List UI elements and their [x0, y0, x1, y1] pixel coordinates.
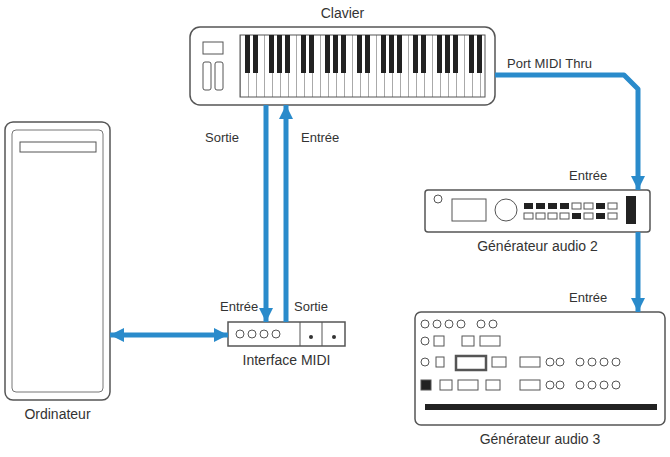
sound-module-2-drawing	[425, 190, 650, 232]
edge-label: Entrée	[300, 130, 340, 145]
midi-cable-arrow	[495, 75, 638, 190]
sound-module-node: Générateur audio 3	[415, 312, 665, 425]
port-label: Entrée	[568, 168, 608, 183]
keyboard-node: Clavier	[190, 27, 495, 105]
device-label: Générateur audio 2	[477, 238, 598, 254]
computer-node: Ordinateur	[5, 122, 110, 400]
device-label: Interface MIDI	[243, 352, 331, 368]
edge-label: Sortie	[204, 130, 240, 145]
midi-interface-node: Interface MIDI	[228, 322, 345, 346]
midi-cable-arrow	[636, 232, 641, 312]
midi-cable-arrow	[110, 333, 228, 338]
midi-cable-arrow	[264, 105, 269, 322]
device-label: Générateur audio 3	[480, 431, 601, 447]
port-label: Entrée	[568, 290, 608, 305]
sound-module-3-drawing	[415, 312, 665, 425]
midi-cable-arrow	[284, 105, 289, 322]
edge-label: Port MIDI Thru	[506, 56, 593, 71]
keyboard-drawing	[190, 27, 495, 105]
computer-drawing	[5, 122, 110, 400]
port-label: Sortie	[293, 299, 329, 314]
port-label: Entrée	[219, 299, 259, 314]
midi-interface-drawing	[228, 322, 345, 346]
sound-module-node: Générateur audio 2	[425, 190, 650, 232]
device-label: Ordinateur	[24, 406, 90, 422]
device-label: Clavier	[321, 5, 365, 21]
